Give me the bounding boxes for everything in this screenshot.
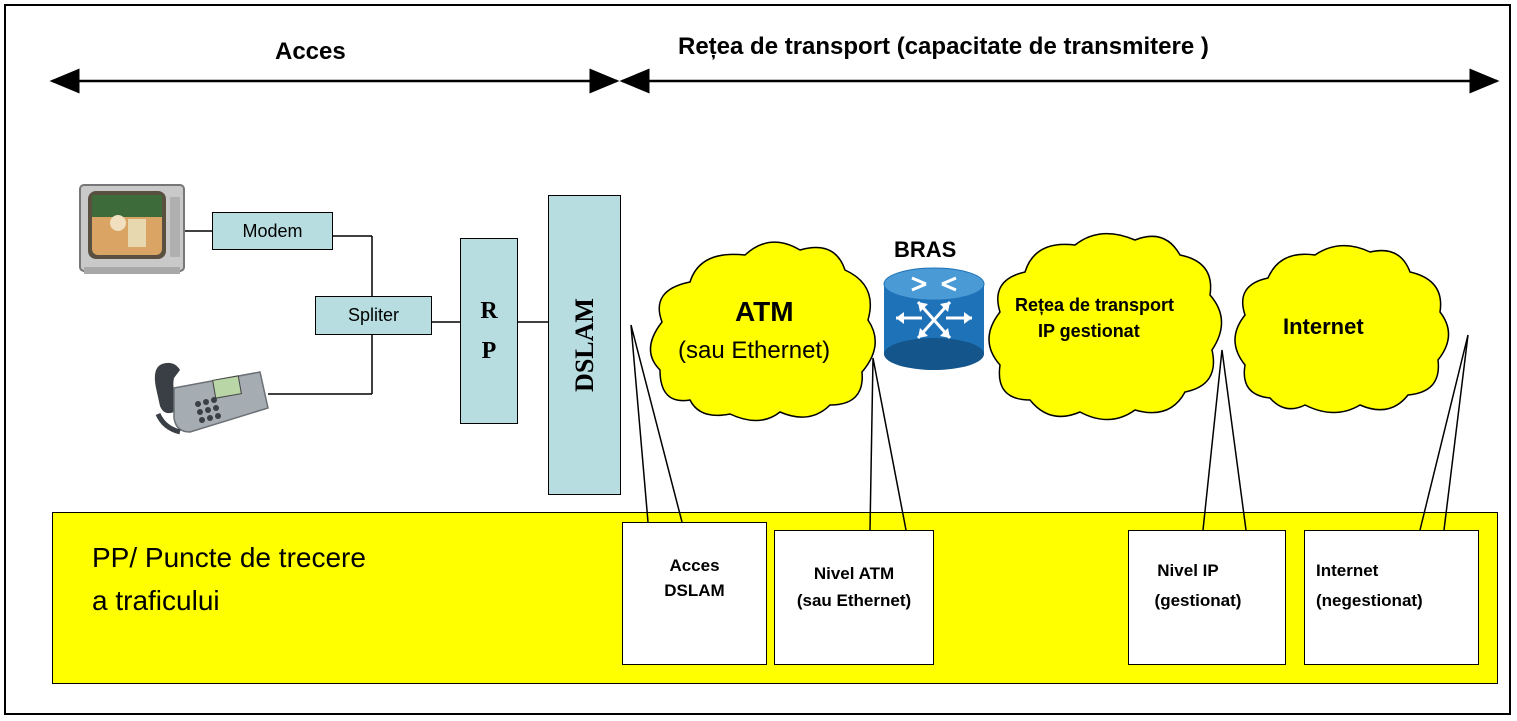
callout-nivel-atm [774, 530, 934, 665]
callout-acces-dslam [622, 522, 767, 665]
callout-internet [1304, 530, 1479, 665]
rp-label-p: P [481, 338, 497, 364]
rp-box: R P [460, 238, 518, 424]
ip-cloud [988, 232, 1223, 421]
band-line2: a traficului [92, 585, 220, 616]
modem-box: Modem [212, 212, 333, 250]
atm-cloud [649, 241, 876, 422]
atm-title: ATM [735, 296, 794, 327]
callout-nivel-ip [1128, 530, 1286, 665]
callout2-line1: Nivel ATM [813, 564, 895, 583]
router-icon [883, 267, 985, 370]
callout2-pointer [869, 357, 907, 531]
callout2-line2: (sau Ethernet) [796, 591, 912, 610]
ip-cloud-line1: Rețea de transport [1015, 295, 1175, 315]
callout3-line1: Nivel IP [1157, 561, 1219, 580]
tv-icon [79, 184, 185, 274]
callout4-line1: Internet [1316, 561, 1379, 580]
splitter-box: Spliter [315, 296, 432, 335]
callout1-line1: Acces [669, 556, 720, 575]
ip-cloud-line2: IP gestionat [1038, 321, 1140, 341]
bras-label: BRAS [894, 237, 957, 262]
transport-header: Rețea de transport (capacitate de transm… [678, 33, 1209, 60]
modem-label: Modem [242, 220, 303, 241]
band-line1: PP/ Puncte de trecere [92, 542, 366, 573]
callout1-pointer [630, 324, 683, 523]
callout4-line2: (negestionat) [1316, 591, 1423, 610]
callout3-pointer [1202, 349, 1247, 531]
access-header: Acces [275, 38, 346, 65]
splitter-label: Spliter [347, 305, 400, 325]
internet-cloud [1234, 245, 1450, 414]
callout1-line2: DSLAM [664, 581, 725, 600]
callout4-pointer [1419, 334, 1469, 531]
atm-subtitle: (sau Ethernet) [678, 337, 831, 364]
rp-label-r: R [480, 298, 498, 324]
dslam-box: DSLAM [548, 195, 621, 495]
phone-icon [154, 362, 269, 435]
callout3-line2: (gestionat) [1154, 591, 1242, 610]
internet-cloud-label: Internet [1283, 314, 1364, 339]
